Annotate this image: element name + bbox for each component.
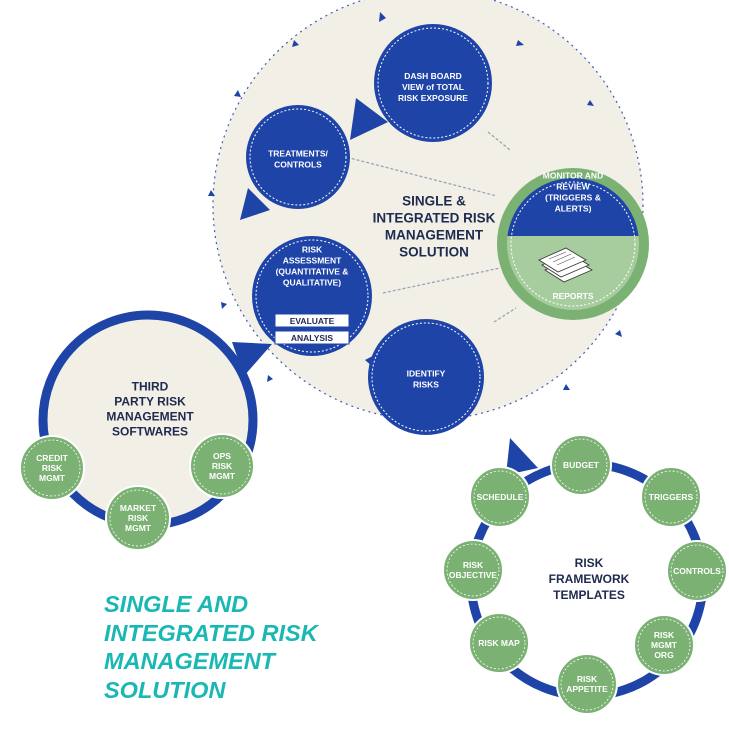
caption-line: SOLUTION bbox=[104, 676, 226, 703]
caption: SINGLE AND INTEGRATED RISK MANAGEMENT SO… bbox=[104, 590, 424, 704]
caption-line: INTEGRATED RISK bbox=[104, 619, 318, 646]
label-line: ALERTS) bbox=[555, 204, 592, 214]
label-line: CONTROLS bbox=[274, 160, 322, 170]
connector-arrows bbox=[341, 131, 517, 323]
evaluate-box bbox=[274, 313, 350, 328]
treatments-label: TREATMENTS/CONTROLS bbox=[268, 149, 328, 170]
label-line: FRAMEWORK bbox=[549, 572, 630, 586]
main-title: SINGLE & INTEGRATED RISK MANAGEMENT SOLUTIO… bbox=[373, 194, 496, 260]
label-line: REVIEW bbox=[556, 182, 591, 192]
label-line: DASH BOARD bbox=[404, 71, 462, 81]
label-line: RISK bbox=[302, 245, 323, 255]
label-line: VIEW of TOTAL bbox=[402, 82, 464, 92]
label-line: RISK MAP bbox=[478, 638, 520, 648]
label-line: MANAGEMENT bbox=[385, 228, 484, 243]
label-line: RISK bbox=[575, 556, 604, 570]
label-line: INTEGRATED RISK bbox=[373, 211, 496, 226]
label-line: RISK bbox=[42, 463, 63, 473]
reports-label: REPORTS bbox=[552, 291, 593, 301]
analysis-box bbox=[274, 330, 350, 345]
label-line: MGMT bbox=[651, 640, 678, 650]
label-line: MGMT bbox=[209, 471, 236, 481]
label-line: SINGLE & bbox=[402, 194, 466, 209]
label-line: IDENTIFY bbox=[407, 369, 446, 379]
label-line: THIRD bbox=[132, 380, 169, 394]
framework-item: BUDGET bbox=[550, 434, 612, 496]
label-line: RISK bbox=[463, 560, 484, 570]
label-line: RISK bbox=[128, 513, 149, 523]
label-line: QUALITATIVE) bbox=[283, 278, 341, 288]
label-line: MGMT bbox=[39, 473, 66, 483]
analysis-label: ANALYSIS bbox=[291, 333, 334, 343]
treatments-node: TREATMENTS/CONTROLS bbox=[240, 105, 350, 220]
label-line: OPS bbox=[213, 451, 231, 461]
label-line: SOLUTION bbox=[399, 245, 469, 260]
label-line: SOFTWARES bbox=[112, 425, 188, 439]
label-line: CREDIT bbox=[36, 453, 68, 463]
label-line: RISK EXPOSURE bbox=[398, 93, 468, 103]
reports-icon bbox=[538, 247, 593, 283]
framework-item-label: BUDGET bbox=[563, 460, 600, 470]
caption-line: SINGLE AND bbox=[104, 591, 249, 617]
label-line: MANAGEMENT bbox=[106, 410, 194, 424]
label-line: TEMPLATES bbox=[553, 588, 625, 602]
label-line: TREATMENTS/ bbox=[268, 149, 328, 159]
label-line: MONITOR AND bbox=[543, 171, 603, 181]
framework-item: TRIGGERS bbox=[640, 466, 702, 528]
framework-item: RISK MAP bbox=[468, 612, 530, 674]
label-line: OBJECTIVE bbox=[449, 570, 498, 580]
framework-ring: RISK FRAMEWORK TEMPLATES BUDGET TRIGGERS CON… bbox=[442, 434, 728, 715]
framework-item-label: SCHEDULE bbox=[477, 492, 524, 502]
label-line: ASSESSMENT bbox=[283, 256, 342, 266]
label-line: ORG bbox=[654, 650, 674, 660]
label-line: MARKET bbox=[120, 503, 157, 513]
caption-line: MANAGEMENT bbox=[104, 648, 276, 674]
label-line: RISK bbox=[654, 630, 675, 640]
framework-item-label: TRIGGERS bbox=[649, 492, 694, 502]
framework-item-label: CONTROLS bbox=[673, 566, 721, 576]
label-line: CONTROLS bbox=[673, 566, 721, 576]
label-line: BUDGET bbox=[563, 460, 600, 470]
label-line: RISK bbox=[212, 461, 233, 471]
label-line: RISKS bbox=[413, 380, 439, 390]
label-line: (QUANTITATIVE & bbox=[276, 267, 349, 277]
label-line: MGMT bbox=[125, 523, 152, 533]
evaluate-label: EVALUATE bbox=[290, 316, 335, 326]
label-line: RISK bbox=[577, 674, 598, 684]
framework-title: RISK FRAMEWORK TEMPLATES bbox=[549, 556, 630, 602]
framework-item: CONTROLS bbox=[666, 540, 728, 602]
framework-item-label: RISK MAP bbox=[478, 638, 520, 648]
label-line: TRIGGERS bbox=[649, 492, 694, 502]
label-line: APPETITE bbox=[566, 684, 608, 694]
label-line: SCHEDULE bbox=[477, 492, 524, 502]
framework-item: SCHEDULE bbox=[469, 466, 531, 528]
label-line: PARTY RISK bbox=[114, 395, 186, 409]
label-line: (TRIGGERS & bbox=[545, 193, 601, 203]
